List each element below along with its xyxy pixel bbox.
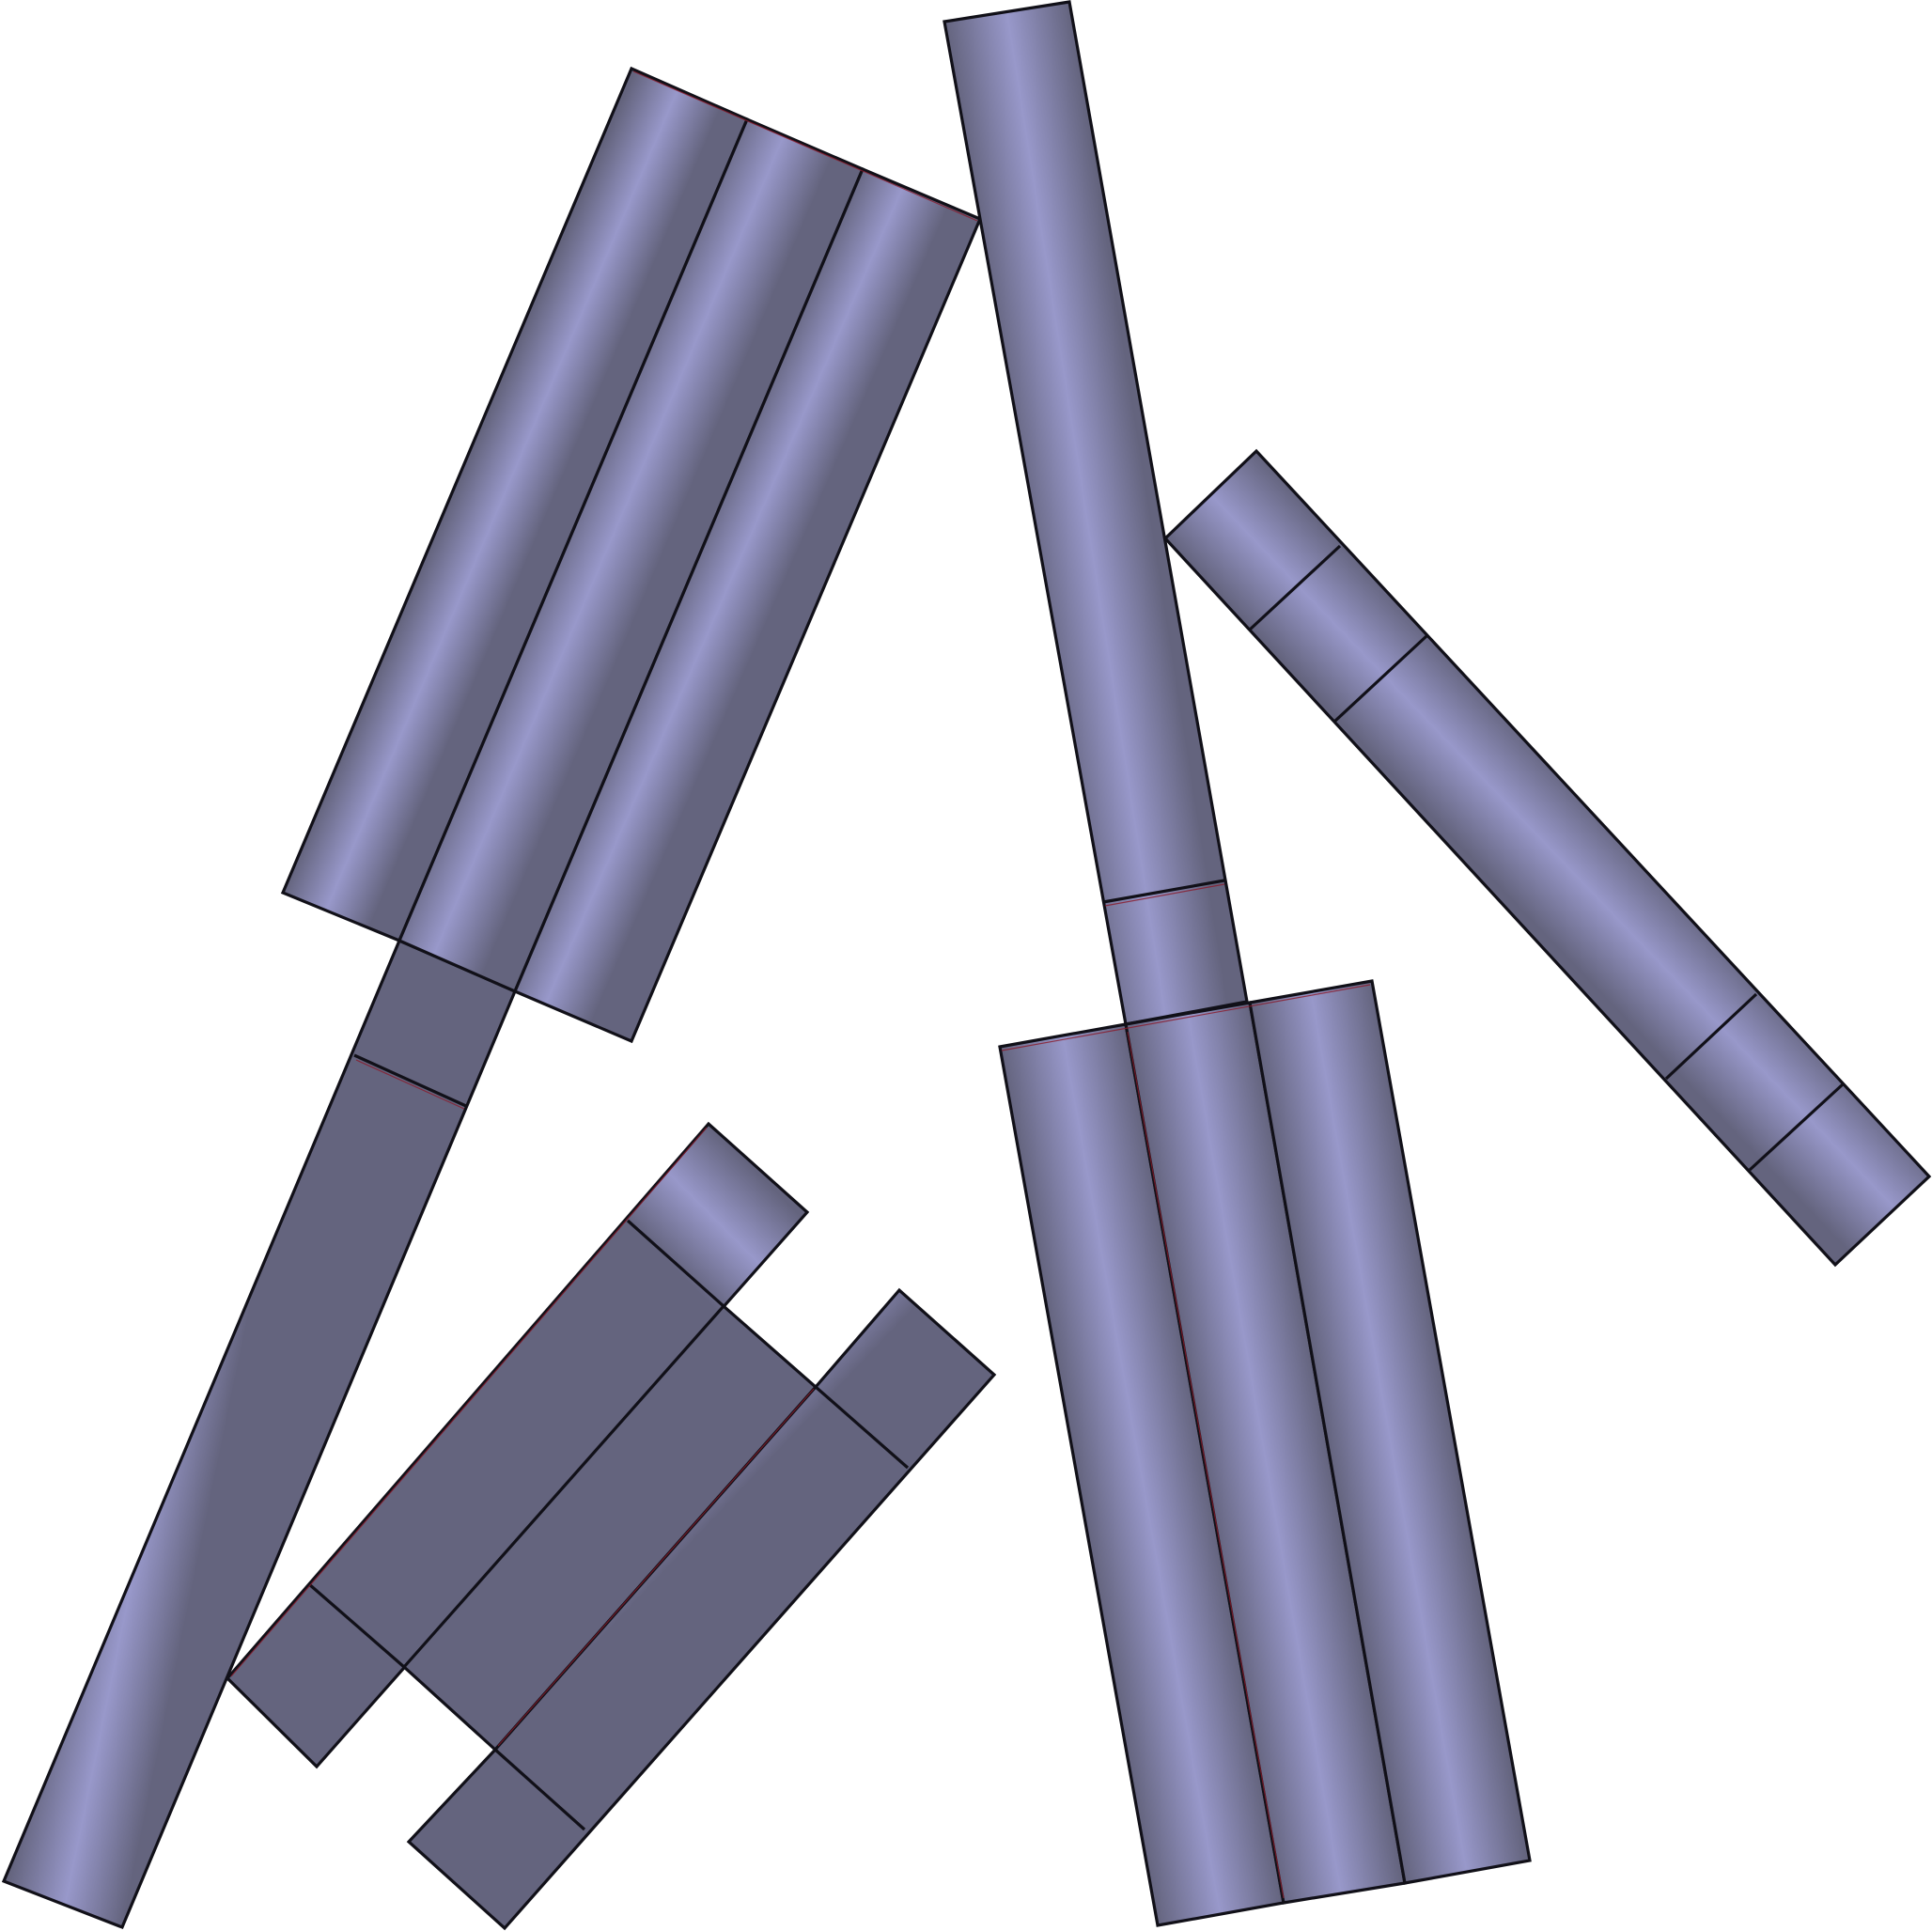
double-board-lower-left [401,1287,997,1931]
triple-board-upper-left [280,66,983,1044]
stick-lower-left [225,1121,810,1769]
diagonal-stick-right [1162,448,1932,1268]
triple-board-lower-right [998,979,1532,1927]
